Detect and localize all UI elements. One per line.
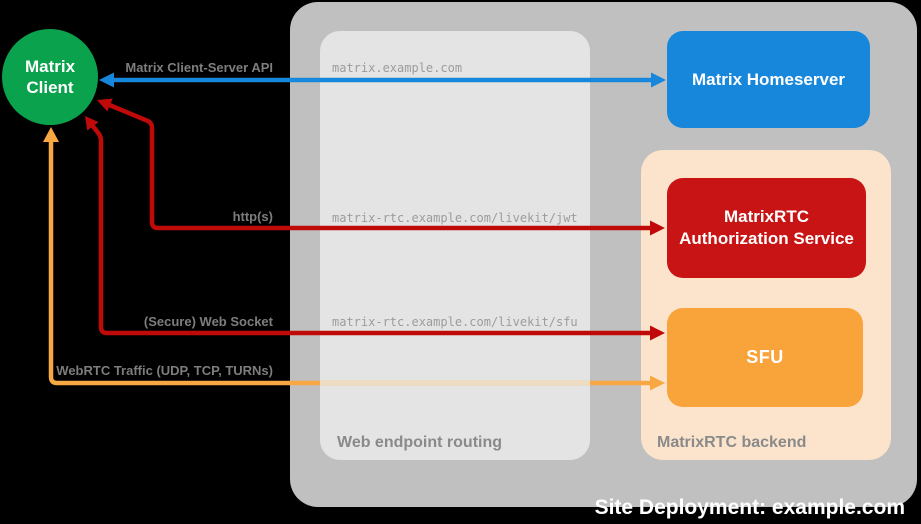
client-server-api-arrow-label: Matrix Client-Server API [125, 60, 273, 75]
matrix-homeserver-node: Matrix Homeserver [667, 31, 870, 128]
websocket-arrow-label: (Secure) Web Socket [143, 314, 273, 329]
matrix-client-node: Matrix Client [2, 29, 98, 125]
site-deployment-label: Site Deployment: example.com [594, 496, 905, 519]
endpoint-livekit-sfu: matrix-rtc.example.com/livekit/sfu [332, 315, 578, 329]
matrix-homeserver-label: Matrix Homeserver [691, 69, 846, 89]
matrix-client-label: Matrix Client [24, 56, 76, 97]
web-endpoint-routing-box: Web endpoint routing [320, 31, 590, 460]
endpoint-livekit-jwt: matrix-rtc.example.com/livekit/jwt [332, 211, 578, 225]
webrtc-traffic-arrow-label: WebRTC Traffic (UDP, TCP, TURNs) [56, 363, 273, 378]
matrixrtc-authorization-service-node: MatrixRTC Authorization Service [667, 178, 866, 278]
http-arrow-label: http(s) [232, 209, 273, 224]
endpoint-matrix-example-com: matrix.example.com [332, 61, 463, 75]
sfu-label: SFU [746, 347, 784, 367]
web-endpoint-routing-label: Web endpoint routing [337, 434, 503, 451]
matrixrtc-backend-label: MatrixRTC backend [657, 434, 807, 451]
matrixrtc-authorization-service-label: MatrixRTC Authorization Service [679, 206, 854, 248]
sfu-node: SFU [667, 308, 863, 407]
